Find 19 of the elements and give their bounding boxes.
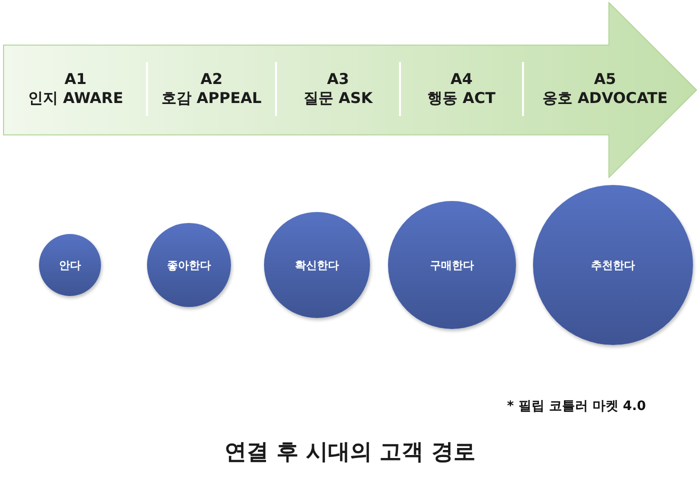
caption-title: 연결 후 시대의 고객 경로 [224, 440, 476, 465]
stage-name: 옹호 ADVOCATE [542, 89, 668, 108]
stage-circle [39, 234, 101, 296]
stage-code: A1 [64, 70, 87, 89]
stage-name: 질문 ASK [303, 89, 373, 108]
circle-label: 추천한다 [591, 258, 635, 272]
stage-code: A3 [326, 70, 350, 89]
arrow-band [3, 2, 697, 178]
circle-label: 확신한다 [295, 258, 339, 272]
stage-name: 호감 APPEAL [161, 89, 262, 108]
stage-code: A4 [450, 70, 473, 89]
circle-label: 구매한다 [430, 258, 474, 272]
stage-code: A5 [594, 70, 616, 89]
circle-label: 좋아한다 [167, 258, 211, 272]
stage-code: A2 [200, 70, 223, 89]
source-note: * 필립 코틀러 마켓 4.0 [507, 398, 646, 415]
circle-label: 안다 [59, 258, 81, 272]
stage-name: 인지 AWARE [28, 89, 124, 108]
stage-name: 행동 ACT [427, 89, 496, 108]
